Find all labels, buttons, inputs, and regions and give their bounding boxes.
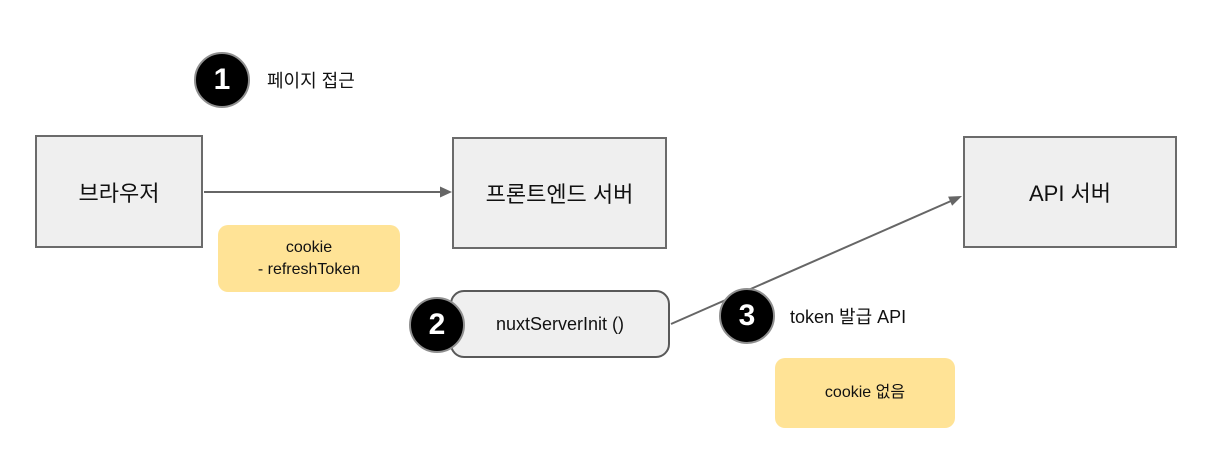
cookie-none-note: cookie 없음 [775,358,955,428]
note-line: cookie [285,238,333,256]
step-1-number: 1 [213,63,231,96]
api-server-node-label: API 서버 [1028,181,1112,206]
note-line: - refreshToken [257,260,361,278]
frontend-server-node-label: 프론트엔드 서버 [485,182,634,207]
browser-node: 브라우저 [35,135,203,248]
note-line: cookie 없음 [824,384,906,401]
browser-node-label: 브라우저 [78,180,160,206]
arrow-browser-to-frontend [204,186,452,198]
step-2-badge: 2 [409,297,465,353]
step-1-label: 페이지 접근 [267,71,355,91]
step-3-badge: 3 [719,288,775,344]
step-1-badge: 1 [194,52,250,108]
arrowhead-icon [440,186,452,198]
frontend-server-node: 프론트엔드 서버 [452,137,667,249]
step-2-number: 2 [428,308,446,341]
api-server-node: API 서버 [963,136,1177,248]
step-3-number: 3 [738,299,756,332]
step-3-label: token 발급 API [790,307,907,327]
nuxt-server-init-label: nuxtServerInit () [495,313,625,334]
arrowhead-icon [948,196,962,206]
cookie-refresh-token-note: cookie - refreshToken [218,225,400,292]
nuxt-server-init-node: nuxtServerInit () [450,290,670,358]
